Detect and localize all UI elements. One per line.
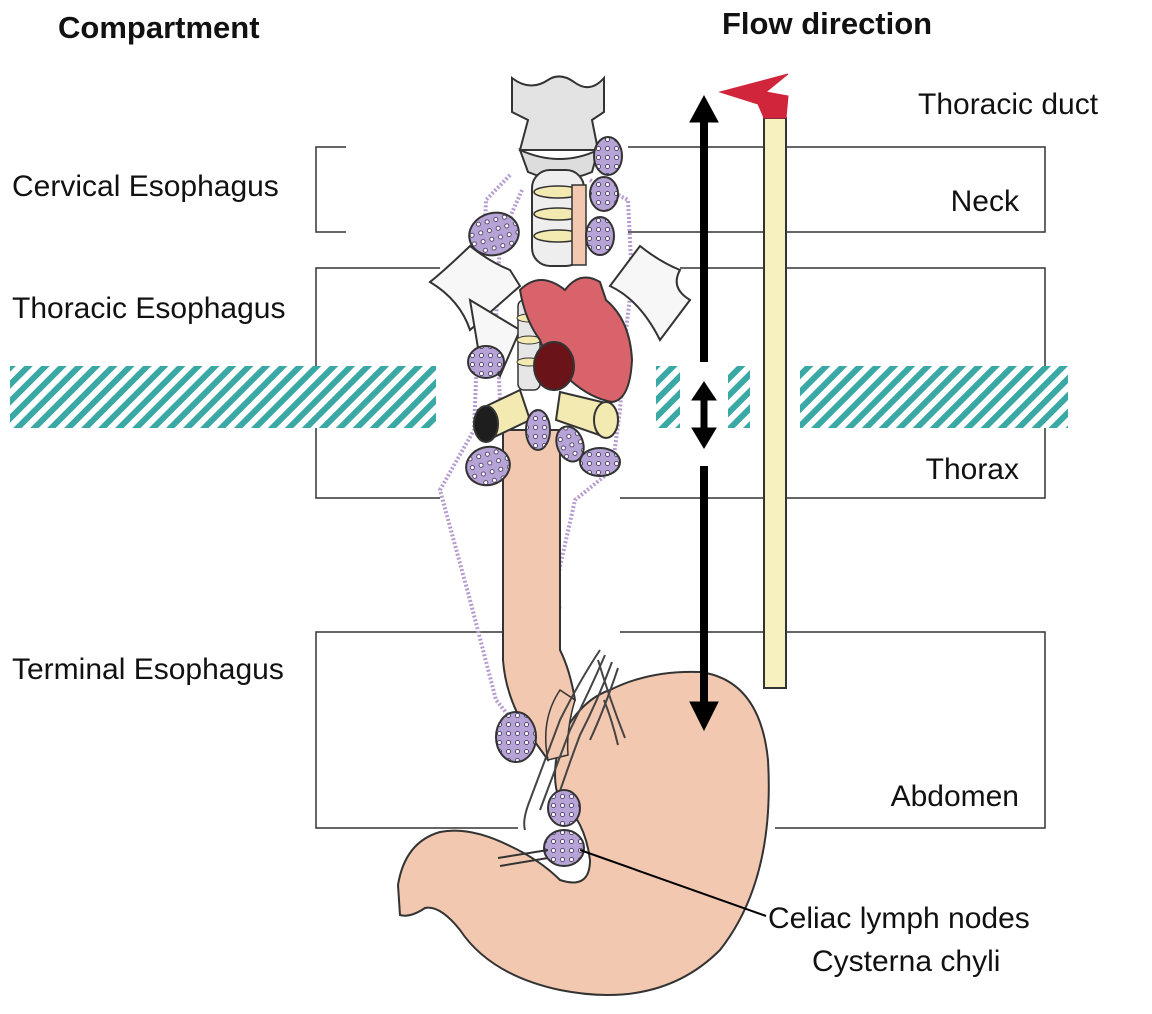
abdomen-label: Abdomen bbox=[891, 782, 1019, 812]
lymph-node bbox=[594, 137, 622, 175]
thoracic-esophagus-label: Thoracic Esophagus bbox=[12, 294, 286, 324]
neck-bracket bbox=[316, 147, 1045, 232]
cysterna-chyli-label: Cysterna chyli bbox=[812, 947, 1000, 977]
terminal-esophagus-label: Terminal Esophagus bbox=[12, 655, 284, 685]
thoracic-duct-label: Thoracic duct bbox=[918, 90, 1098, 120]
neck-label: Neck bbox=[951, 187, 1019, 217]
lymph-node bbox=[548, 790, 580, 826]
lymph-node bbox=[496, 712, 536, 762]
lymph-node bbox=[468, 346, 504, 378]
lymph-node bbox=[590, 177, 618, 211]
flow-direction-header: Flow direction bbox=[722, 8, 932, 39]
compartment-header: Compartment bbox=[58, 12, 260, 43]
lymph-node bbox=[526, 410, 550, 450]
lymph-node bbox=[544, 830, 584, 866]
lymph-node bbox=[580, 448, 620, 476]
celiac-lymph-nodes-label: Celiac lymph nodes bbox=[768, 904, 1030, 934]
larynx bbox=[512, 76, 604, 179]
cervical-trachea bbox=[532, 170, 586, 266]
stomach bbox=[398, 672, 769, 995]
cervical-esophagus-label: Cervical Esophagus bbox=[12, 172, 279, 202]
flow-arrows bbox=[690, 96, 718, 730]
lymph-node bbox=[586, 217, 614, 255]
thorax-label: Thorax bbox=[926, 455, 1019, 485]
